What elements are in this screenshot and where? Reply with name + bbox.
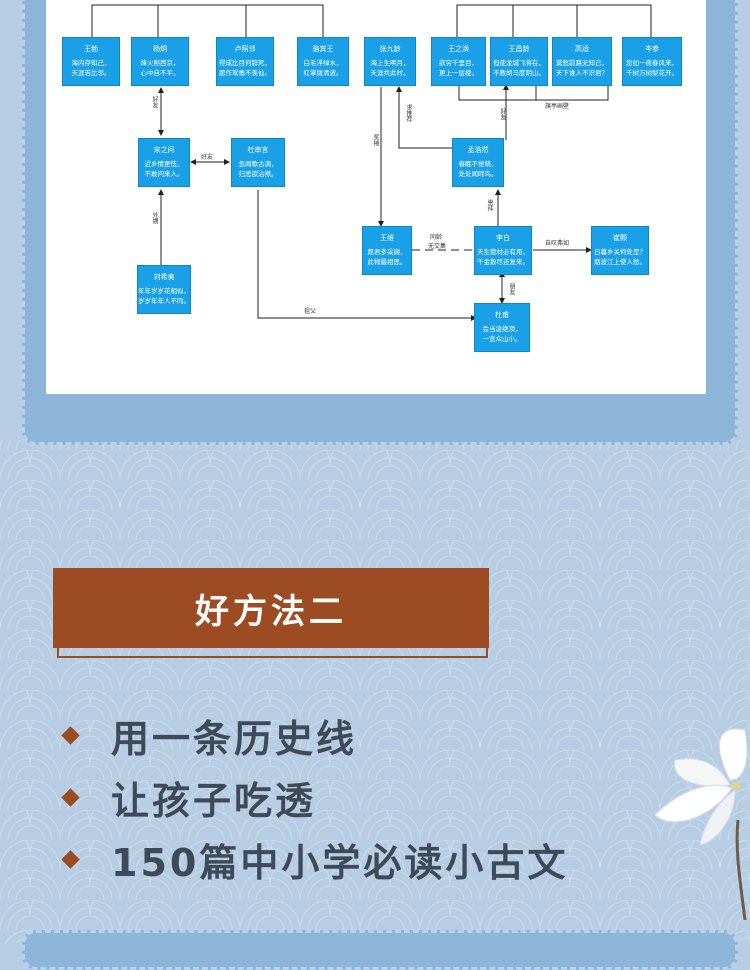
- poem-line: 春眠不觉晓，: [458, 160, 498, 168]
- poem-line: 海上生明月，: [370, 59, 410, 67]
- edge-label: 崇拜: [486, 199, 493, 211]
- wave-pattern-background: [0, 440, 750, 943]
- poem-line: 忽闻歌古调，: [238, 160, 278, 168]
- poet-node-wangchangling: 王昌龄 但使龙城飞将在， 不教胡马度阴山。: [490, 37, 548, 86]
- poem-line: 一览众山小。: [482, 335, 522, 343]
- section-banner: 好方法二: [53, 568, 489, 648]
- diamond-bullet-icon: [61, 788, 80, 807]
- poet-node-zhangjiuling: 张九龄 海上生明月， 天涯共此时。: [364, 37, 416, 86]
- poet-name: 王维: [380, 234, 394, 242]
- poet-node-luzhaolin: 卢照邻 得成比目何辞死， 愿作鸳鸯不羡仙。: [216, 37, 274, 86]
- bullet-item: 让孩子吃透: [60, 770, 316, 825]
- poet-name: 王勃: [84, 45, 98, 53]
- poet-name: 王之涣: [448, 45, 469, 53]
- relationship-connectors: [91, 4, 652, 321]
- poem-line: 烽火照西京，: [140, 59, 180, 67]
- bullet-item: 150篇中小学必读小古文: [60, 832, 568, 887]
- poet-name: 宋之问: [153, 146, 175, 154]
- poem-line: 不敢问来人。: [144, 170, 184, 178]
- poem-line: 忽如一夜春风来，: [626, 59, 678, 67]
- poem-line: 千树万树梨花开。: [626, 69, 678, 77]
- poet-name: 刘希夷: [153, 273, 175, 281]
- bullet-text: 让孩子吃透: [111, 779, 317, 823]
- banner-title: 好方法二: [195, 591, 347, 632]
- poem-line: 日暮乡关何处是？: [594, 248, 646, 256]
- poet-node-yangjiong: 杨炯 烽火照西京， 心中自不平。: [131, 37, 189, 86]
- magnolia-flower-icon: [654, 728, 748, 920]
- edge-label: 无交集: [428, 243, 447, 250]
- poet-node-wangwei: 王维 愿君多采撷， 此物最相思。: [362, 226, 412, 275]
- poem-line: 更上一层楼。: [439, 69, 478, 77]
- poet-node-cuihao: 崔颢 日暮乡关何处是？ 烟波江上使人愁。: [591, 226, 649, 275]
- poem-line: 天生我材必有用，: [477, 248, 529, 256]
- poem-line: 近乡情更怯，: [144, 160, 184, 168]
- poet-name: 王昌龄: [508, 45, 530, 53]
- edge-label: 祖父: [304, 308, 317, 315]
- bottom-frame: [22, 930, 738, 970]
- poet-name: 骆宾王: [312, 45, 334, 53]
- poem-line: 年年岁岁花相似，: [138, 287, 190, 295]
- poem-line: 岁岁年年人不同。: [138, 297, 190, 305]
- poem-line: 愿君多采撷，: [367, 248, 407, 256]
- bullet-text: 150篇中小学必读小古文: [111, 841, 569, 885]
- poem-line: 千金散尽还复来。: [477, 258, 529, 266]
- poet-node-censhen: 岑参 忽如一夜春风来， 千树万树梨花开。: [622, 37, 682, 86]
- edge-label: 外甥: [151, 212, 158, 224]
- edge-label: 自叹弗如: [545, 240, 570, 247]
- poem-line: 处处闻啼鸟。: [458, 170, 498, 178]
- poem-line: 但使龙城飞将在，: [493, 59, 545, 67]
- poem-line: 海内存知己，: [71, 59, 111, 67]
- edge-label: 求推荐: [405, 104, 412, 122]
- poem-line: 烟波江上使人愁。: [594, 258, 646, 266]
- edge-label: 好友: [151, 96, 158, 108]
- poet-name: 张九龄: [379, 45, 401, 53]
- poem-line: 莫愁前路无知己，: [556, 59, 608, 67]
- poet-node-wangbo: 王勃 海内存知己， 天涯若比邻。: [62, 37, 120, 86]
- poet-node-wangzhihuan: 王之涣 欲穷千里目， 更上一层楼。: [431, 37, 486, 86]
- poem-line: 天涯若比邻。: [71, 69, 111, 77]
- poet-name: 孟浩然: [467, 146, 489, 154]
- poet-name: 杨炯: [153, 45, 167, 53]
- poet-node-menghaoran: 孟浩然 春眠不觉晓， 处处闻啼鸟。: [452, 138, 504, 187]
- diamond-bullet-icon: [61, 726, 80, 745]
- diamond-bullet-icon: [61, 850, 80, 869]
- poet-node-gaoshi: 高适 莫愁前路无知己， 天下谁人不识君？: [552, 37, 612, 86]
- poet-node-luobinwang: 骆宾王 白毛浮绿水， 红掌拨清波。: [297, 37, 349, 86]
- poem-line: 天下谁人不识君？: [556, 69, 608, 77]
- poem-line: 心中自不平。: [140, 69, 180, 77]
- poet-node-libai: 李白 天生我材必有用， 千金散尽还复来。: [474, 226, 532, 275]
- poet-name: 杜甫: [495, 311, 509, 319]
- poet-node-dushenyan: 杜审言 忽闻歌古调， 归思欲沾襟。: [231, 138, 285, 187]
- poet-name: 卢照邻: [234, 45, 256, 53]
- poem-line: 此物最相思。: [367, 258, 407, 266]
- poet-name: 岑参: [645, 45, 659, 53]
- edge-label: 朋友: [508, 283, 515, 295]
- bullet-text: 用一条历史线: [111, 717, 358, 761]
- poem-line: 得成比目何辞死，: [219, 59, 271, 67]
- poet-node-songzhiwen: 宋之问 近乡情更怯， 不敢问来人。: [138, 138, 190, 187]
- bullet-item: 用一条历史线: [60, 708, 357, 763]
- poet-name: 崔颢: [613, 234, 627, 242]
- poet-name: 杜审言: [247, 146, 269, 154]
- edge-label: 好友: [201, 154, 214, 161]
- poet-node-liuxiyi: 刘希夷 年年岁岁花相似， 岁岁年年人不同。: [137, 265, 191, 314]
- edge-label: 同龄: [430, 234, 443, 241]
- poem-line: 红掌拨清波。: [303, 69, 343, 77]
- poem-line: 欲穷千里目，: [439, 59, 478, 67]
- edge-label: 旗亭画壁: [545, 103, 570, 110]
- poem-line: 会当凌绝顶，: [482, 325, 522, 333]
- poem-line: 愿作鸳鸯不羡仙。: [219, 69, 271, 77]
- poem-line: 白毛浮绿水，: [303, 59, 343, 67]
- poet-name: 高适: [575, 45, 589, 53]
- poem-line: 归思欲沾襟。: [238, 170, 278, 178]
- poem-line: 天涯共此时。: [370, 69, 410, 77]
- edge-label: 好友: [499, 108, 506, 120]
- poem-line: 不教胡马度阴山。: [493, 69, 545, 77]
- poet-node-dufu: 杜甫 会当凌绝顶， 一览众山小。: [474, 303, 530, 352]
- poet-name: 李白: [496, 234, 510, 242]
- edge-label: 奖掖: [372, 134, 379, 146]
